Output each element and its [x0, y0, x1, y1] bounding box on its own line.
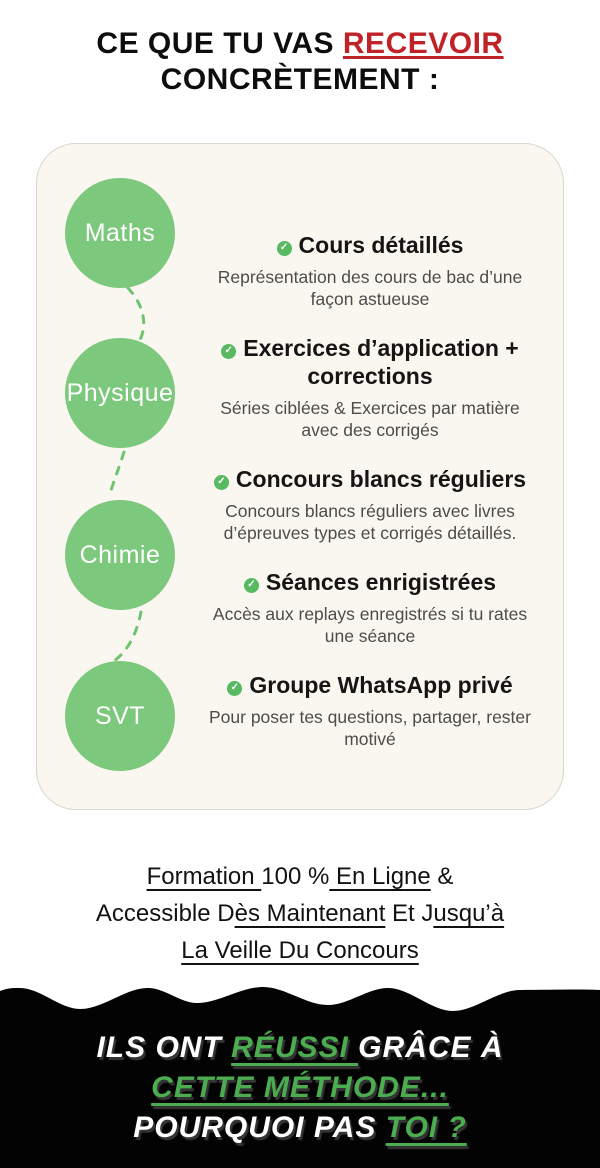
page-title: CE QUE TU VAS RECEVOIR CONCRÈTEMENT : — [0, 0, 600, 98]
availability-line: Formation 100 % En Ligne & — [147, 863, 454, 890]
feature-title: ✓ Exercices d’application + corrections — [187, 334, 553, 390]
availability-segment: Et J — [385, 900, 434, 927]
subject-circle-chimie: Chimie — [65, 500, 175, 610]
feature-description: Concours blancs réguliers avec livres d’… — [223, 501, 517, 543]
page-title-prefix: CE QUE TU VAS — [96, 27, 343, 60]
availability-text: Formation 100 % En Ligne & Accessible Dès… — [40, 858, 560, 969]
feature-title: ✓ Cours détaillés — [187, 231, 553, 259]
availability-line: Accessible Dès Maintenant Et Jusqu’à — [96, 900, 504, 927]
availability-underlined-segment: usqu’à — [433, 900, 505, 927]
check-circle-icon: ✓ — [213, 474, 229, 490]
availability-underlined-segment: La Veille Du Concours — [181, 937, 419, 964]
connector-line-2 — [107, 450, 126, 499]
subject-circle-maths: Maths — [65, 178, 175, 288]
page-title-highlight: RECEVOIR — [342, 27, 504, 60]
footer-text-segment: GRÂCE À — [358, 1031, 504, 1064]
feature-title-text: Concours blancs réguliers — [235, 466, 527, 492]
feature-description: Séries ciblées & Exercices par matière a… — [220, 398, 520, 440]
availability-underlined-segment: Formation — [146, 863, 262, 890]
subject-circle-svt: SVT — [65, 661, 175, 771]
feature-title: ✓ Groupe WhatsApp privé — [187, 671, 553, 699]
footer-headline-line: ILS ONT RÉUSSI GRÂCE À — [0, 1028, 600, 1068]
connector-line-3 — [112, 610, 143, 663]
availability-segment: Accessible D — [95, 900, 235, 927]
check-circle-icon: ✓ — [243, 577, 259, 593]
footer-highlight-segment: RÉUSSI — [231, 1031, 359, 1064]
connector-line-1 — [126, 286, 146, 344]
check-circle-icon: ✓ — [227, 680, 243, 696]
check-circle-icon: ✓ — [276, 240, 292, 256]
feature-title-text: Groupe WhatsApp privé — [249, 672, 513, 698]
availability-line: La Veille Du Concours — [181, 937, 418, 964]
page-title-line2: CONCRÈTEMENT : — [160, 63, 440, 96]
feature-description: Accès aux replays enregistrés si tu rate… — [212, 604, 528, 646]
availability-segment: 100 % — [261, 863, 330, 890]
footer-text-segment: ILS ONT — [96, 1031, 232, 1064]
feature-title: ✓ Concours blancs réguliers — [187, 465, 553, 493]
availability-underlined-segment: En Ligne — [329, 863, 431, 890]
feature-title-text: Cours détaillés — [298, 232, 464, 258]
footer-highlight-segment: TOI ? — [385, 1111, 467, 1144]
footer-headline-line: POURQUOI PAS TOI ? — [0, 1108, 600, 1148]
connector-dashed-lines — [107, 286, 146, 663]
check-circle-icon: ✓ — [221, 343, 237, 359]
availability-segment: & — [430, 863, 454, 890]
subject-circle-physique: Physique — [65, 338, 175, 448]
feature-title-text: Exercices d’application + corrections — [243, 335, 519, 389]
feature-title-text: Séances enrigistrées — [265, 569, 497, 595]
footer-text-segment: POURQUOI PAS — [133, 1111, 386, 1144]
wave-divider — [0, 987, 600, 1020]
feature-description: Pour poser tes questions, partager, rest… — [209, 707, 531, 749]
footer-highlight-segment: CETTE MÉTHODE... — [151, 1071, 449, 1104]
footer-headline-line: CETTE MÉTHODE... — [0, 1068, 600, 1108]
availability-underlined-segment: ès Maintenant — [234, 900, 386, 927]
feature-title: ✓ Séances enrigistrées — [187, 568, 553, 596]
page-title-line1: CE QUE TU VAS RECEVOIR — [0, 26, 600, 62]
feature-description: Représentation des cours de bac d’une fa… — [217, 267, 523, 309]
